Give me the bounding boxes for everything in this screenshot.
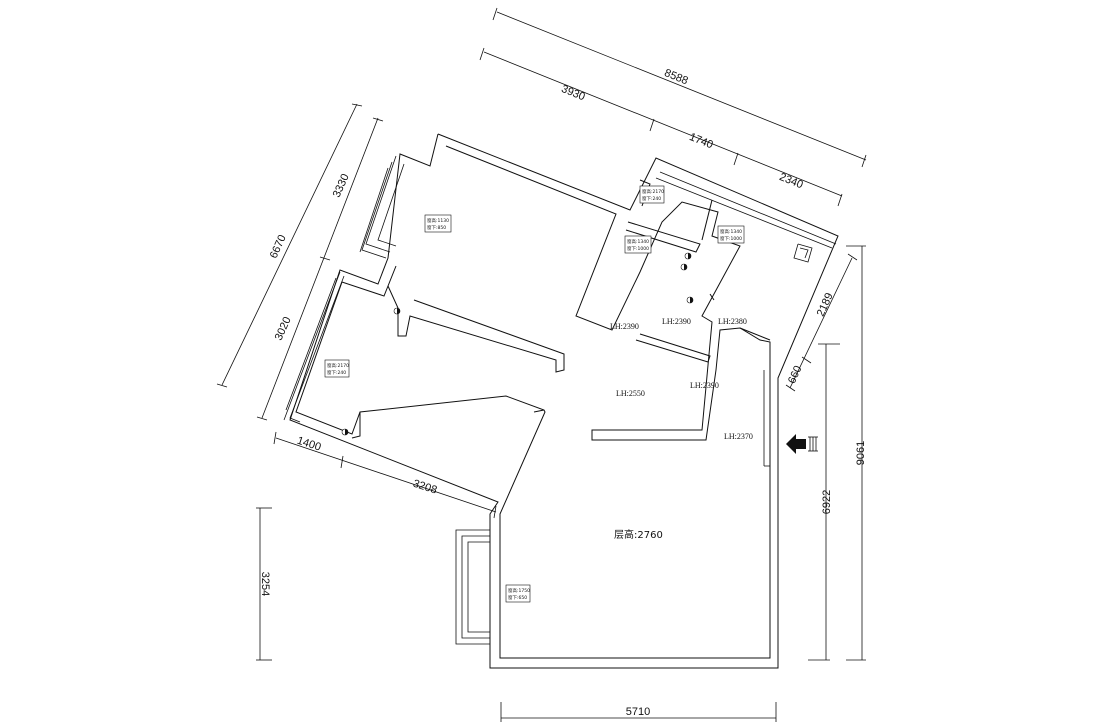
svg-text:窗高:1130: 窗高:1130 bbox=[427, 217, 449, 224]
dim-bottom-left-b: 3208 bbox=[411, 478, 438, 497]
left-vertical-dimension: 3254 bbox=[256, 507, 272, 661]
svg-text:窗高:1340: 窗高:1340 bbox=[720, 228, 742, 235]
exterior-walls bbox=[289, 133, 839, 669]
svg-text:窗下:240: 窗下:240 bbox=[642, 195, 661, 202]
svg-text:窗高:1340: 窗高:1340 bbox=[627, 238, 649, 245]
window-label-1: 窗高:1130 窗下:850 bbox=[424, 214, 452, 233]
window-label-4: 窗高:1340 窗下:1000 bbox=[717, 225, 745, 244]
window-labels: 窗高:1130 窗下:850 窗高:2170 窗下:240 窗高:1340 窗下… bbox=[324, 185, 745, 603]
dim-right-b: 660 bbox=[786, 364, 804, 386]
window-label-6: 窗高:1750 窗下:650 bbox=[505, 584, 531, 603]
svg-text:窗下:1000: 窗下:1000 bbox=[627, 245, 649, 252]
dim-top-left: 3930 bbox=[560, 83, 587, 103]
svg-text:窗高:1750: 窗高:1750 bbox=[508, 587, 530, 594]
right-dimensions: 9061 6922 2189 660 bbox=[785, 245, 867, 661]
svg-text:窗下:850: 窗下:850 bbox=[427, 224, 446, 231]
lh-label: LH:2380 bbox=[718, 317, 747, 326]
dim-left-bottom: 3254 bbox=[259, 572, 271, 596]
dim-top-total: 8588 bbox=[663, 67, 690, 87]
bottom-left-dimensions: 1400 3208 bbox=[273, 431, 497, 519]
dim-top-right: 2340 bbox=[778, 171, 805, 191]
dim-right-a: 2189 bbox=[815, 291, 836, 318]
entrance-arrow-icon bbox=[786, 434, 818, 454]
bottom-dimension: 5710 bbox=[500, 702, 777, 722]
window-bays bbox=[283, 155, 837, 645]
svg-text:窗高:2170: 窗高:2170 bbox=[642, 188, 664, 195]
svg-text:窗下:240: 窗下:240 bbox=[327, 369, 346, 376]
dim-left-lower: 3020 bbox=[273, 315, 294, 342]
lh-label: LH:2390 bbox=[662, 317, 691, 326]
floor-height-label: 层高:2760 bbox=[614, 528, 663, 541]
lh-label: LH:2550 bbox=[616, 389, 645, 398]
lh-label: LH:2390 bbox=[610, 322, 639, 331]
pipe-icons bbox=[341, 252, 694, 436]
dim-right-c: 6922 bbox=[821, 490, 833, 514]
svg-text:窗下:1000: 窗下:1000 bbox=[720, 235, 742, 242]
dim-left-upper: 3330 bbox=[331, 172, 352, 199]
top-dimensions: 8588 3930 1740 2340 bbox=[479, 7, 867, 207]
ceiling-heights: LH:2390 LH:2390 LH:2380 LH:2550 LH:2390 … bbox=[610, 317, 753, 441]
dim-bottom: 5710 bbox=[626, 706, 650, 718]
window-label-2: 窗高:2170 窗下:240 bbox=[639, 185, 665, 204]
window-label-5: 窗高:2170 窗下:240 bbox=[324, 359, 350, 378]
svg-text:窗高:2170: 窗高:2170 bbox=[327, 362, 349, 369]
window-label-3: 窗高:1340 窗下:1000 bbox=[624, 235, 652, 254]
dim-right-total: 9061 bbox=[855, 441, 867, 465]
dim-bottom-left-a: 1400 bbox=[295, 435, 322, 454]
lh-label: LH:2370 bbox=[724, 432, 753, 441]
dim-left-total: 6670 bbox=[268, 233, 289, 260]
lh-label: LH:2390 bbox=[690, 381, 719, 390]
dim-top-mid: 1740 bbox=[688, 131, 715, 151]
svg-text:窗下:650: 窗下:650 bbox=[508, 594, 527, 601]
